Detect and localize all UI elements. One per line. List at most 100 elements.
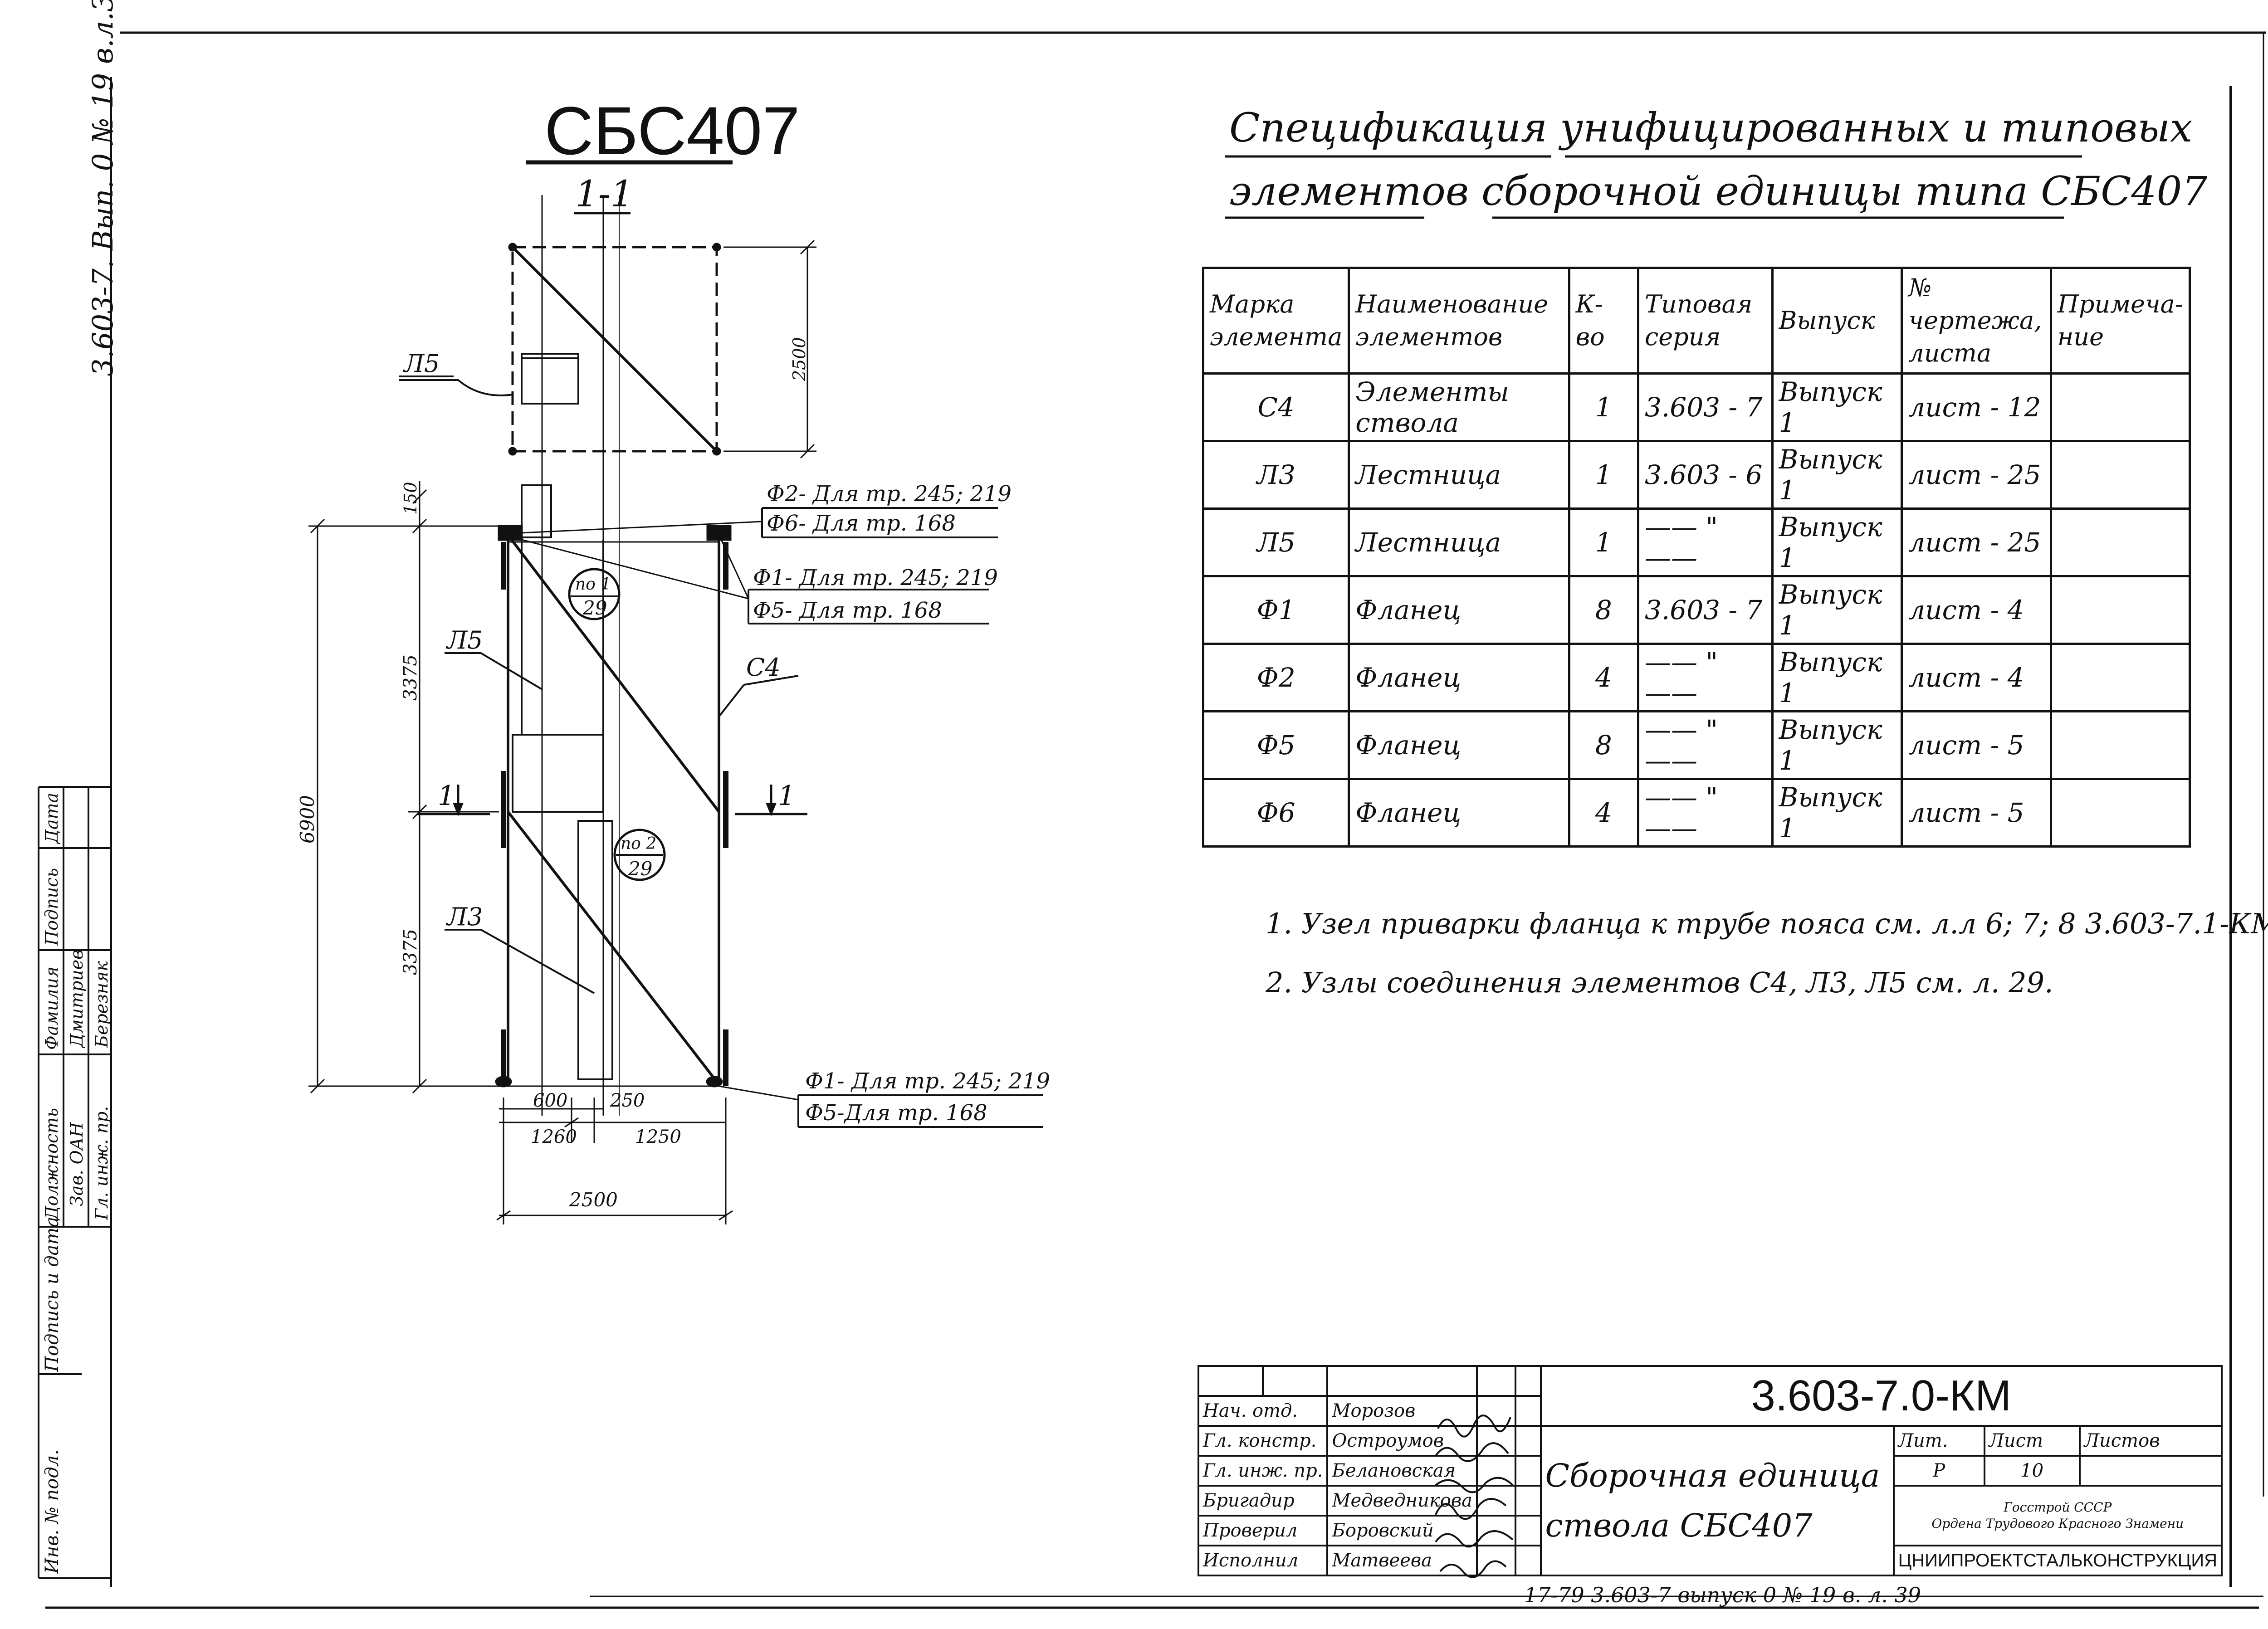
dim-600: 600 xyxy=(533,1090,567,1111)
approval-row1-surname: Дмитриев xyxy=(67,949,87,1048)
approval-row2-surname: Березняк xyxy=(92,961,112,1048)
spec-title-line2: элементов сборочной единицы типа СБС407 xyxy=(1229,168,2208,215)
stamp-role-2: Гл. инж. пр. xyxy=(1197,1455,1329,1487)
spec-cell-note xyxy=(2049,372,2191,442)
spec-title-underlines xyxy=(1225,155,2082,219)
stamp-name-2: Белановская xyxy=(1326,1455,1478,1487)
approval-col-signature: Подпись xyxy=(42,868,62,946)
spec-cell-issue: Выпуск 1 xyxy=(1771,778,1903,848)
approval-col-date: Дата xyxy=(42,792,62,844)
spec-cell-qty: 8 xyxy=(1568,710,1639,780)
spec-col-note: Примеча-ние xyxy=(2049,267,2191,375)
stamp-name-4: Боровский xyxy=(1326,1515,1478,1546)
callout-f1-top: Ф1- Для тр. 245; 219 xyxy=(753,565,998,590)
stamp-sheets-label: Листов xyxy=(2078,1425,2223,1457)
spec-cell-note xyxy=(2049,507,2191,577)
stamp-name-1: Остроумов xyxy=(1326,1425,1478,1457)
dim-1250: 1250 xyxy=(635,1127,681,1147)
doc-code-vertical: 3.603-7. Вып. 0 № 19 в.л.3 xyxy=(86,0,119,376)
stamp-title-line1: Сборочная единица xyxy=(1545,1457,1880,1494)
section-drawing xyxy=(308,160,1043,1224)
stamp-sheet-label: Лист xyxy=(1983,1425,2081,1457)
label-l3: Л3 xyxy=(445,902,483,931)
node2-bottom: 29 xyxy=(628,858,652,880)
stamp-org-line2: Ордена Трудового Красного Знамени xyxy=(1931,1516,2184,1531)
spec-cell-name: Фланец xyxy=(1348,710,1570,780)
spec-cell-issue: Выпуск 1 xyxy=(1771,440,1903,510)
spec-cell-series: —— " —— xyxy=(1637,507,1774,577)
spec-cell-issue: Выпуск 1 xyxy=(1771,575,1903,645)
spec-cell-qty: 4 xyxy=(1568,643,1639,712)
spec-cell-series: 3.603 - 7 xyxy=(1637,575,1774,645)
spec-cell-mark: С4 xyxy=(1202,372,1350,442)
spec-cell-sheet: лист - 12 xyxy=(1901,372,2052,442)
stamp-role-3: Бригадир xyxy=(1197,1485,1329,1517)
stamp-title: Сборочная единица ствола СБС407 xyxy=(1540,1425,1895,1576)
spec-title-line1: Спецификация унифицированных и типовых xyxy=(1229,104,2193,151)
stamp-role-1: Гл. констр. xyxy=(1197,1425,1329,1457)
spec-cell-series: —— " —— xyxy=(1637,710,1774,780)
stamp-role-5: Исполнил xyxy=(1197,1545,1329,1576)
dim-250: 250 xyxy=(610,1090,645,1111)
approval-block-grid xyxy=(38,786,111,1579)
drawing-text: СБС407 1-1 Л5 Л5 Л3 С4 1 1 по 1 29 по 2 … xyxy=(296,93,1050,1211)
section-marker-left: 1 xyxy=(438,780,455,812)
note-2: 2. Узлы соединения элементов С4, Л3, Л5 … xyxy=(1266,966,2053,999)
spec-cell-name: Элементы ствола xyxy=(1348,372,1570,442)
dim-upper-span: 3375 xyxy=(400,654,421,701)
stamp-org: Госстрой СССР Ордена Трудового Красного … xyxy=(1892,1485,2223,1546)
callout-f2: Ф2- Для тр. 245; 219 xyxy=(767,481,1012,507)
spec-cell-mark: Ф5 xyxy=(1202,710,1350,780)
spec-cell-sheet: лист - 25 xyxy=(1901,440,2052,510)
inv-no-label: Инв. № подл. xyxy=(42,1449,63,1574)
stamp-role-4: Проверил xyxy=(1197,1515,1329,1546)
spec-cell-note xyxy=(2049,440,2191,510)
approval-col-surname: Фамилия xyxy=(42,966,62,1050)
approval-row1-position: Зав. ОАН xyxy=(67,1122,87,1206)
spec-cell-issue: Выпуск 1 xyxy=(1771,372,1903,442)
spec-cell-sheet: лист - 5 xyxy=(1901,778,2052,848)
stamp-org-line1: Госстрой СССР xyxy=(2004,1500,2112,1515)
node2-top: по 2 xyxy=(621,834,656,853)
spec-col-qty: К-во xyxy=(1568,267,1639,375)
spec-cell-series: 3.603 - 6 xyxy=(1637,440,1774,510)
spec-col-name: Наименование элементов xyxy=(1348,267,1570,375)
callout-f5-top: Ф5- Для тр. 168 xyxy=(753,598,942,623)
spec-col-issue: Выпуск xyxy=(1771,267,1903,375)
spec-cell-issue: Выпуск 1 xyxy=(1771,643,1903,712)
stamp-name-0: Морозов xyxy=(1326,1395,1478,1427)
spec-cell-series: 3.603 - 7 xyxy=(1637,372,1774,442)
spec-cell-name: Фланец xyxy=(1348,778,1570,848)
title-block: 3.603-7.0-КМ Нач. отд. Морозов Гл. конст… xyxy=(1197,1365,2223,1576)
dim-width: 2500 xyxy=(569,1189,618,1211)
spec-cell-name: Фланец xyxy=(1348,575,1570,645)
spec-cell-sheet: лист - 5 xyxy=(1901,710,2052,780)
bottom-reference: 17-79 3.603-7 выпуск 0 № 19 в. л. 39 xyxy=(1524,1583,1921,1607)
spec-cell-note xyxy=(2049,778,2191,848)
spec-cell-sheet: лист - 4 xyxy=(1901,643,2052,712)
spec-header-row: Марка элемента Наименование элементов К-… xyxy=(1202,267,2191,375)
node1-top: по 1 xyxy=(575,575,611,594)
approval-col-position: Должность xyxy=(42,1107,62,1220)
stamp-name-3: Медведникова xyxy=(1326,1485,1478,1517)
section-marker-right: 1 xyxy=(778,780,795,812)
spec-cell-mark: Л3 xyxy=(1202,440,1350,510)
stamp-role-0: Нач. отд. xyxy=(1197,1395,1329,1427)
drawing-title: СБС407 xyxy=(544,93,800,169)
dim-lower-span: 3375 xyxy=(400,929,421,975)
label-l5-mid: Л5 xyxy=(445,626,483,654)
stamp-lit-label: Лит. xyxy=(1892,1425,1985,1457)
spec-cell-name: Фланец xyxy=(1348,643,1570,712)
spec-cell-mark: Ф6 xyxy=(1202,778,1350,848)
spec-cell-note xyxy=(2049,575,2191,645)
dim-total-height: 6900 xyxy=(296,795,318,844)
spec-cell-qty: 1 xyxy=(1568,507,1639,577)
spec-cell-issue: Выпуск 1 xyxy=(1771,710,1903,780)
approval-row2-position: Гл. инж. пр. xyxy=(92,1106,112,1220)
